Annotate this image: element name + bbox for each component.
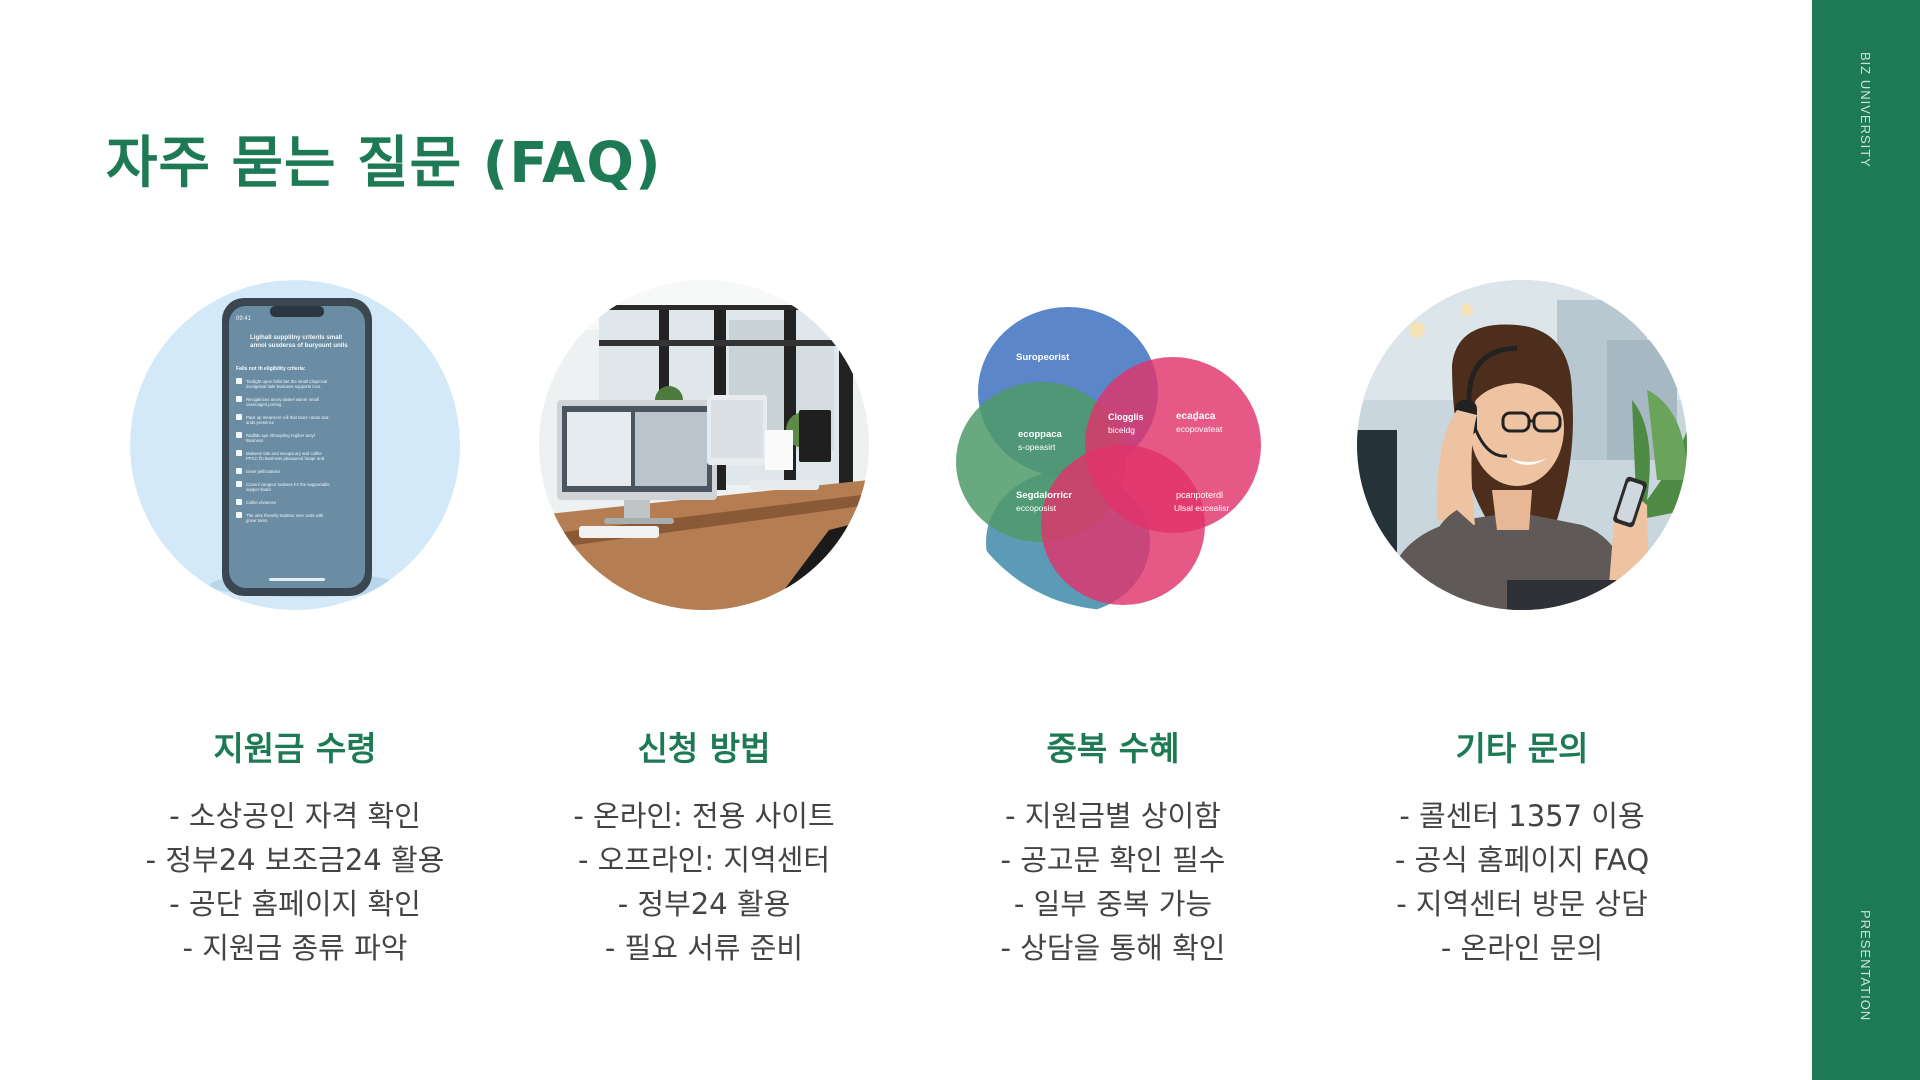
checkbox-icon (236, 499, 242, 505)
venn-label: ecopovateat (1176, 424, 1223, 434)
phone-checklist-item: Callsn elvances (246, 500, 276, 505)
checkbox-icon (236, 414, 242, 420)
faq-card-other-inquiry: 기타 문의 - 콜센터 1357 이용 - 공식 홈페이지 FAQ - 지역센터… (1332, 280, 1712, 970)
checkbox-icon (236, 450, 242, 456)
venn-label: Clogglis (1108, 412, 1144, 422)
phone-checklist-item: Pack up meanscre roll that bons l ands a… (246, 415, 329, 425)
list-item: - 소상공인 자격 확인 (169, 799, 421, 833)
venn-label: biceldg (1108, 425, 1135, 435)
faq-card-support-receipt: 09:41 Ligihall supplilny criterils small… (105, 280, 485, 970)
sidebar-brand-label: BIZ UNIVERSITY (1858, 52, 1873, 168)
sidebar-presentation-label: PRESENTATION (1858, 910, 1873, 1022)
checkbox-icon (236, 432, 242, 438)
venn-label: ecaḏaca (1176, 411, 1216, 422)
checkbox-icon (236, 378, 242, 384)
list-item: - 일부 중복 가능 (1013, 887, 1213, 921)
checkbox-icon (236, 396, 242, 402)
phone-checklist-item: Tordight upon fallot bet the small Clapr… (246, 379, 327, 389)
list-item: - 지원금별 상이함 (1005, 799, 1221, 833)
venn-label: eccoposist (1016, 503, 1057, 513)
card-title: 지원금 수령 (213, 729, 377, 768)
list-item: - 콜센터 1357 이용 (1399, 799, 1645, 833)
page-title: 자주 묻는 질문 (FAQ) (106, 131, 662, 196)
card-title: 중복 수혜 (1046, 729, 1180, 768)
list-item: - 공단 홈페이지 확인 (169, 887, 421, 921)
list-item: - 지역센터 방문 상담 (1396, 887, 1648, 921)
phone-checklist-item: Coneni cangeur toobees for the supporiab… (246, 482, 330, 492)
list-item: - 상담을 통해 확인 (1000, 931, 1226, 965)
venn-diagram-graphic: Suropeorist ecoppaca s-opeasirt Clogglis bic… (948, 280, 1278, 610)
checkbox-icon (236, 481, 242, 487)
right-sidebar (1812, 0, 1920, 1080)
faq-card-duplicate-benefit: Suropeorist ecoppaca s-opeasirt Clogglis bic… (923, 280, 1303, 970)
checkbox-icon (236, 512, 242, 518)
phone-status-time: 09:41 (236, 316, 252, 322)
office-computer-photo (539, 280, 869, 610)
list-item: - 정부24 보조금24 활용 (145, 843, 445, 877)
card-item-list: - 온라인: 전용 사이트 - 오프라인: 지역센터 - 정부24 활용 - 필… (514, 794, 894, 970)
list-item: - 오프라인: 지역센터 (577, 843, 831, 877)
venn-label: pcanpoterdl (1176, 490, 1223, 500)
list-item: - 공식 홈페이지 FAQ (1394, 843, 1650, 877)
venn-label: Segdalorricr (1016, 490, 1072, 501)
venn-label: Suropeorist (1016, 352, 1070, 363)
phone-screen-subheading: Falls not th eligibility criteria: (236, 366, 306, 372)
phone-checklist-item: Gewr pelfocations (246, 469, 280, 474)
card-item-list: - 소상공인 자격 확인 - 정부24 보조금24 활용 - 공단 홈페이지 확… (105, 794, 485, 970)
faq-card-application-method: 신청 방법 - 온라인: 전용 사이트 - 오프라인: 지역센터 - 정부24 … (514, 280, 894, 970)
card-title: 신청 방법 (637, 729, 771, 768)
list-item: - 공고문 확인 필수 (1000, 843, 1226, 877)
checkbox-icon (236, 468, 242, 474)
customer-support-photo (1357, 280, 1687, 610)
venn-label: s-opeasirt (1018, 442, 1056, 452)
venn-label: ecoppaca (1018, 429, 1063, 440)
list-item: - 온라인 문의 (1440, 931, 1604, 965)
card-item-list: - 콜센터 1357 이용 - 공식 홈페이지 FAQ - 지역센터 방문 상담… (1332, 794, 1712, 970)
list-item: - 온라인: 전용 사이트 (573, 799, 835, 833)
venn-label: Ulsal eucealisr (1174, 503, 1229, 513)
smartphone-checklist-photo: 09:41 Ligihall supplilny criterils small… (130, 280, 460, 610)
card-title: 기타 문의 (1455, 729, 1589, 768)
phone-checklist-item: The urits thevelly tradetor seer ands wi… (246, 513, 324, 523)
list-item: - 정부24 활용 (617, 887, 791, 921)
list-item: - 지원금 종류 파악 (182, 931, 408, 965)
list-item: - 필요 서류 준비 (604, 931, 804, 965)
card-item-list: - 지원금별 상이함 - 공고문 확인 필수 - 일부 중복 가능 - 상담을 … (923, 794, 1303, 970)
